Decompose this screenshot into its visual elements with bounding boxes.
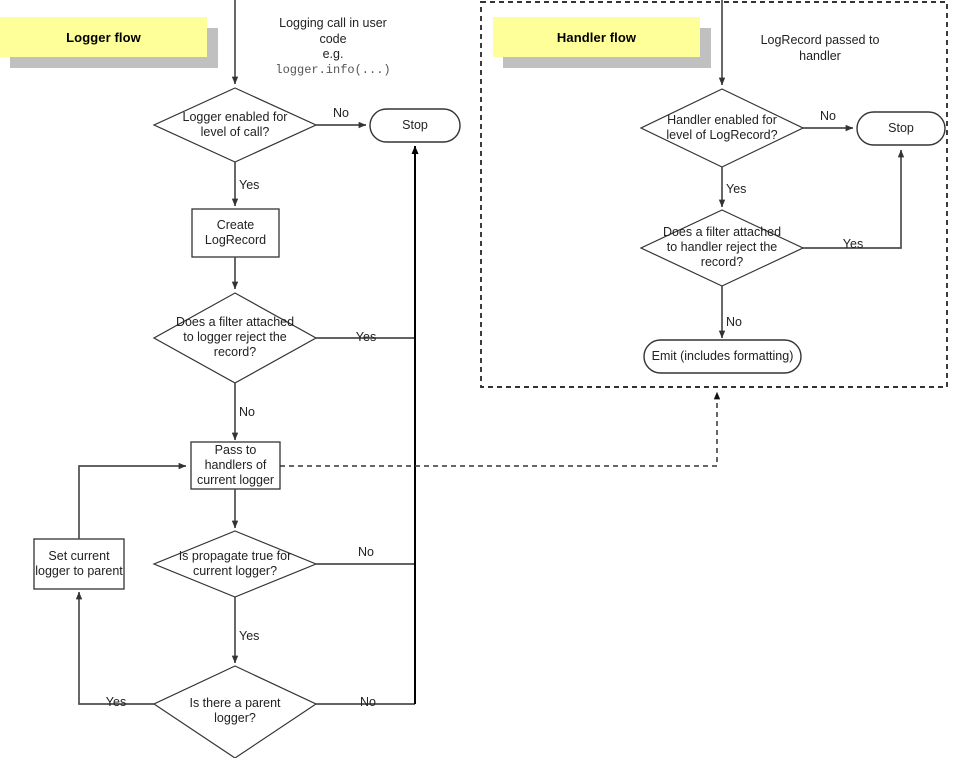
logger-entry-caption-line3: e.g. [322,47,344,61]
edge-label-parent-yes: Yes [105,695,127,709]
node-logger-enabled [152,87,318,163]
node-handler-filter [639,209,805,287]
edge-label-logger-enabled-yes: Yes [239,178,260,192]
edge-pass-to-handlers-to-emit [280,391,721,467]
edge-label-parent-no: No [360,695,376,709]
node-is-propagate-true [152,530,318,598]
edge-label-logger-filter-no: No [239,405,255,419]
logger-entry-caption: Logging call in user code e.g. logger.in… [243,16,423,78]
logger-entry-caption-line2: code [319,31,347,46]
edge-label-logger-filter-yes: Yes [355,330,377,344]
handler-entry-caption-line1: LogRecord passed to [760,33,880,47]
edge-label-logger-enabled-no: No [333,106,349,120]
logger-entry-caption-code: logger.info(...) [275,62,391,77]
node-handler-enabled [639,88,805,168]
node-create-logrecord [191,208,280,258]
handler-entry-caption: LogRecord passed to handler [730,33,910,64]
node-is-there-parent [152,665,318,758]
node-logger-stop [369,108,461,143]
node-set-current-logger [33,538,125,590]
handler-flow-container [480,1,948,388]
edge-label-handler-filter-no: No [726,315,742,329]
edge-label-propagate-yes: Yes [239,629,260,643]
handler-flow-banner: Handler flow [493,17,700,57]
node-logger-filter [152,292,318,384]
handler-entry-caption-line2: handler [799,48,841,63]
handler-flow-banner-label: Handler flow [556,29,637,45]
logger-entry-caption-line1: Logging call in user [279,16,387,30]
node-handler-stop [856,111,946,146]
edge-label-handler-filter-yes: Yes [842,237,864,251]
logger-flow-banner: Logger flow [0,17,207,57]
edge-label-handler-enabled-no: No [820,109,836,123]
edge-handler-filter-yes [803,149,905,249]
edge-label-propagate-no: No [358,545,374,559]
node-pass-to-handlers [190,441,281,490]
node-emit [643,339,802,374]
edge-parent-yes [75,591,154,705]
logger-flow-banner-label: Logger flow [66,29,141,45]
edge-label-handler-enabled-yes: Yes [726,182,747,196]
edge-set-logger-to-pass [78,462,187,539]
